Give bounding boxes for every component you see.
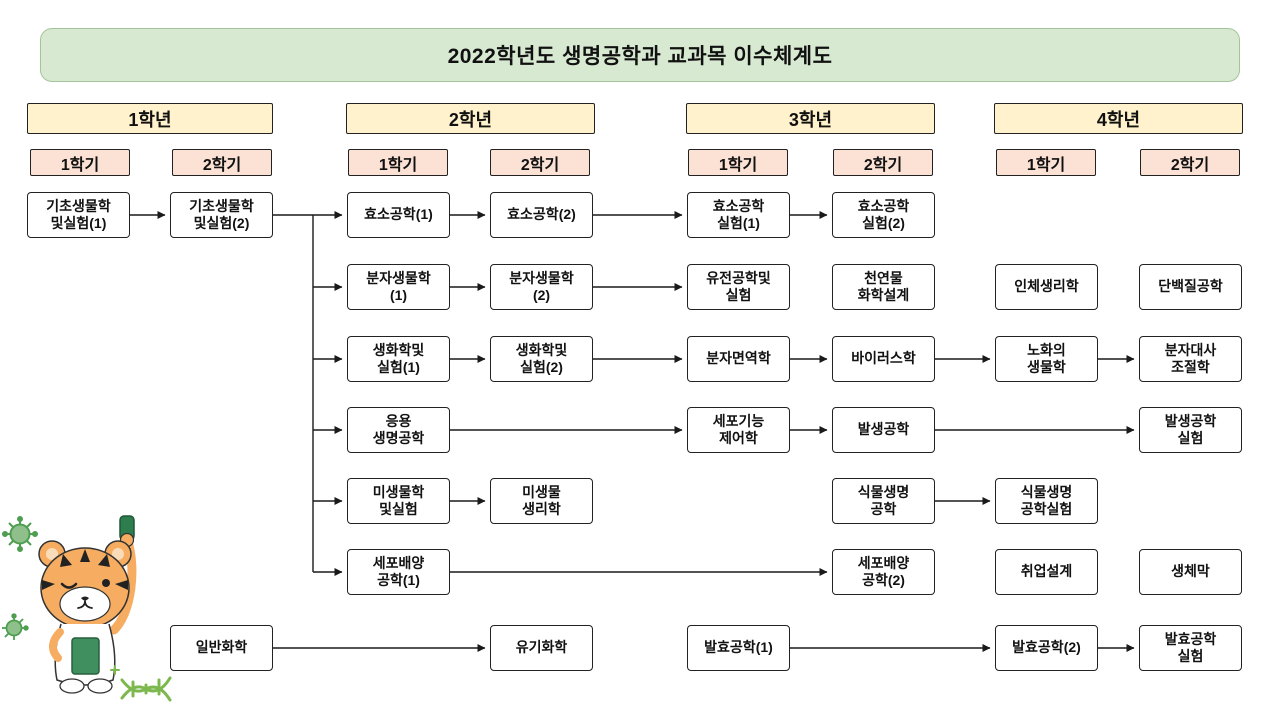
semester-header: 1학기	[30, 149, 130, 176]
course-box: 유기화학	[490, 625, 593, 671]
course-box: 인체생리학	[995, 264, 1098, 310]
course-box: 분자대사 조절학	[1139, 336, 1242, 382]
course-box: 식물생명 공학실험	[995, 478, 1098, 524]
course-box: 분자생물학 (2)	[490, 264, 593, 310]
semester-header: 1학기	[688, 149, 788, 176]
course-box: 발생공학 실험	[1139, 407, 1242, 453]
virus-icon	[2, 516, 38, 552]
course-box: 생화학및 실험(2)	[490, 336, 593, 382]
year-header-3: 3학년	[686, 103, 935, 134]
semester-header: 2학기	[490, 149, 590, 176]
year-header-2: 2학년	[346, 103, 595, 134]
virus-icon	[2, 613, 29, 640]
semester-header: 2학기	[1140, 149, 1240, 176]
course-box: 바이러스학	[832, 336, 935, 382]
course-box: 단백질공학	[1139, 264, 1242, 310]
course-box: 효소공학(1)	[347, 192, 450, 238]
course-box: 미생물학 및실험	[347, 478, 450, 524]
semester-header: 2학기	[833, 149, 933, 176]
course-box: 발효공학(1)	[687, 625, 790, 671]
course-box: 발효공학 실험	[1139, 625, 1242, 671]
course-box: 응용 생명공학	[347, 407, 450, 453]
course-box: 세포배양 공학(1)	[347, 549, 450, 595]
course-box: 세포배양 공학(2)	[832, 549, 935, 595]
course-box: 효소공학 실험(2)	[832, 192, 935, 238]
semester-header: 2학기	[172, 149, 272, 176]
semester-header: 1학기	[348, 149, 448, 176]
course-box: 세포기능 제어학	[687, 407, 790, 453]
course-box: 분자면역학	[687, 336, 790, 382]
semester-header: 1학기	[996, 149, 1096, 176]
course-box: 기초생물학 및실험(2)	[170, 192, 273, 238]
course-box: 일반화학	[170, 625, 273, 671]
year-header-1: 1학년	[27, 103, 273, 134]
course-box: 취업설계	[995, 549, 1098, 595]
course-box: 노화의 생물학	[995, 336, 1098, 382]
course-box: 기초생물학 및실험(1)	[27, 192, 130, 238]
year-header-4: 4학년	[994, 103, 1243, 134]
course-box: 발생공학	[832, 407, 935, 453]
course-box: 미생물 생리학	[490, 478, 593, 524]
dna-icon	[120, 676, 172, 702]
course-box: 효소공학(2)	[490, 192, 593, 238]
course-box: 효소공학 실험(1)	[687, 192, 790, 238]
course-box: 생화학및 실험(1)	[347, 336, 450, 382]
course-box: 천연물 화학설계	[832, 264, 935, 310]
course-box: 유전공학및 실험	[687, 264, 790, 310]
tiger-mascot	[2, 515, 172, 702]
course-box: 발효공학(2)	[995, 625, 1098, 671]
course-box: 분자생물학 (1)	[347, 264, 450, 310]
course-box: 식물생명 공학	[832, 478, 935, 524]
page-title: 2022학년도 생명공학과 교과목 이수체계도	[40, 28, 1240, 82]
course-box: 생체막	[1139, 549, 1242, 595]
